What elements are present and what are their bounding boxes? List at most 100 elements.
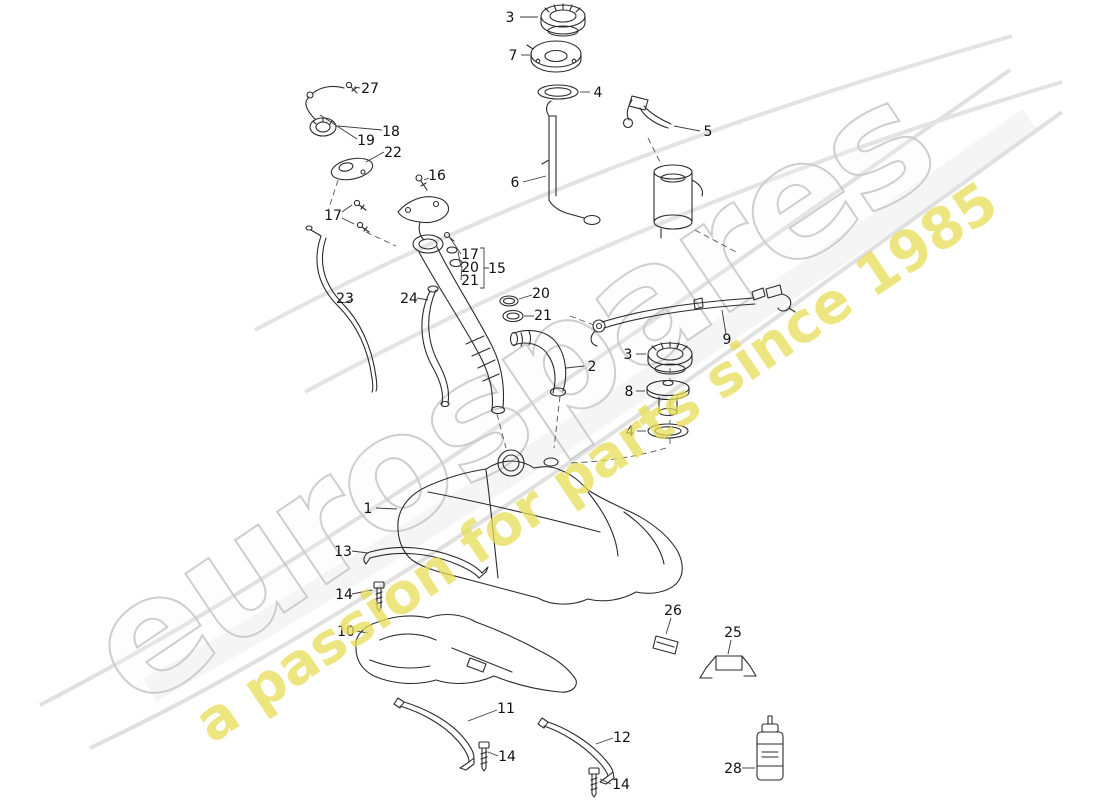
callout-27[interactable]: 27 [353, 81, 379, 97]
svg-text:18: 18 [382, 124, 400, 140]
part-14-bolt [373, 581, 385, 612]
callout-25[interactable]: 25 [724, 625, 742, 655]
svg-text:22: 22 [384, 145, 402, 161]
part-24-breather-hose [421, 285, 450, 408]
part-27-screw [345, 81, 358, 94]
callout-7[interactable]: 7 [509, 48, 530, 64]
part-22-escutcheon [330, 157, 374, 181]
part-7-flange [526, 40, 582, 73]
callout-3-top[interactable]: 3 [506, 10, 538, 26]
part-17-bolt [353, 199, 367, 211]
part-26-pad [652, 635, 679, 655]
callout-4-mid[interactable]: 4 [626, 424, 646, 440]
callout-14-a[interactable]: 14 [335, 587, 373, 603]
part-11-strap [393, 697, 475, 771]
callout-6[interactable]: 6 [511, 175, 547, 191]
svg-text:28: 28 [724, 761, 742, 777]
part-1-fuel-tank [397, 449, 683, 605]
part-6-level-sender [541, 100, 601, 226]
callout-21-mid[interactable]: 21 [524, 308, 552, 324]
part-28-bottle [756, 715, 784, 781]
part-10-heat-shield [355, 613, 577, 693]
callout-5[interactable]: 5 [673, 124, 713, 140]
callout-3-mid[interactable]: 3 [624, 347, 646, 363]
svg-text:21: 21 [534, 308, 552, 324]
part-5-pump-wiring [622, 95, 704, 239]
part-25-bracket [699, 655, 757, 679]
part-13-strap [363, 546, 489, 579]
svg-text:24: 24 [400, 291, 418, 307]
svg-text:16: 16 [428, 168, 446, 184]
svg-text:13: 13 [334, 544, 352, 560]
svg-text:4: 4 [626, 424, 635, 440]
svg-text:10: 10 [337, 624, 355, 640]
svg-text:3: 3 [624, 347, 633, 363]
background-swoosh [39, 34, 1064, 750]
callout-26[interactable]: 26 [664, 603, 682, 635]
svg-text:20: 20 [532, 286, 550, 302]
part-3-fuel-cap [540, 3, 586, 37]
callout-12[interactable]: 12 [595, 730, 631, 746]
svg-text:11: 11 [497, 701, 515, 717]
svg-text:19: 19 [357, 133, 375, 149]
assembly-dash-hose [553, 395, 561, 449]
part-16-bracket [397, 174, 450, 241]
callout-4-top[interactable]: 4 [580, 85, 603, 101]
svg-text:17: 17 [324, 208, 342, 224]
watermark-brand: eurospares [54, 45, 964, 743]
svg-text:21: 21 [461, 273, 479, 289]
callout-11[interactable]: 11 [467, 701, 515, 722]
part-2-filler-hose [509, 329, 567, 397]
svg-text:17: 17 [461, 247, 479, 263]
part-14-bolt [478, 741, 490, 772]
assembly-dash-line9 [569, 315, 595, 326]
svg-text:27: 27 [361, 81, 379, 97]
svg-text:7: 7 [509, 48, 518, 64]
svg-text:20: 20 [461, 260, 479, 276]
callout-22[interactable]: 22 [365, 145, 402, 163]
svg-text:8: 8 [625, 384, 634, 400]
part-14-bolt [588, 767, 600, 798]
svg-text:2: 2 [588, 359, 597, 375]
part-12-strap [537, 717, 615, 785]
assembly-dash-sender-column [496, 368, 671, 464]
callout-14-b[interactable]: 14 [487, 749, 516, 765]
svg-text:14: 14 [498, 749, 516, 765]
callout-9[interactable]: 9 [721, 309, 731, 348]
assembly-dash-lines-neck [327, 179, 397, 247]
part-8-pump-flange [646, 379, 690, 417]
svg-text:5: 5 [704, 124, 713, 140]
callout-2[interactable]: 2 [565, 359, 597, 375]
callout-13[interactable]: 13 [334, 544, 369, 560]
callout-15-group[interactable]: 17 20 21 15 [449, 237, 506, 289]
callout-18[interactable]: 18 [337, 124, 400, 140]
callout-19[interactable]: 19 [319, 114, 375, 149]
svg-text:1: 1 [364, 501, 373, 517]
callout-10[interactable]: 10 [337, 624, 369, 640]
part-21-collar [502, 309, 524, 323]
callout-23[interactable]: 23 [336, 291, 354, 307]
svg-text:12: 12 [613, 730, 631, 746]
part-20-ring [499, 295, 519, 307]
callout-14-c[interactable]: 14 [599, 777, 630, 793]
callout-20-mid[interactable]: 20 [518, 286, 550, 302]
svg-text:3: 3 [506, 10, 515, 26]
assembly-dash-lines-pump [647, 137, 737, 253]
callout-8[interactable]: 8 [625, 384, 645, 400]
svg-text:23: 23 [336, 291, 354, 307]
part-4-seal-ring [537, 84, 579, 100]
callout-16[interactable]: 16 [423, 168, 446, 184]
svg-text:4: 4 [594, 85, 603, 101]
part-23-vent-hose [305, 225, 378, 393]
svg-text:26: 26 [664, 603, 682, 619]
svg-text:6: 6 [511, 175, 520, 191]
callout-28[interactable]: 28 [724, 761, 755, 777]
callout-17-left[interactable]: 17 [324, 204, 355, 225]
callout-24[interactable]: 24 [400, 291, 429, 307]
part-15-filler-neck [412, 231, 506, 415]
callout-1[interactable]: 1 [364, 501, 398, 517]
svg-text:15: 15 [488, 261, 506, 277]
part-9-fuel-line [590, 284, 796, 347]
